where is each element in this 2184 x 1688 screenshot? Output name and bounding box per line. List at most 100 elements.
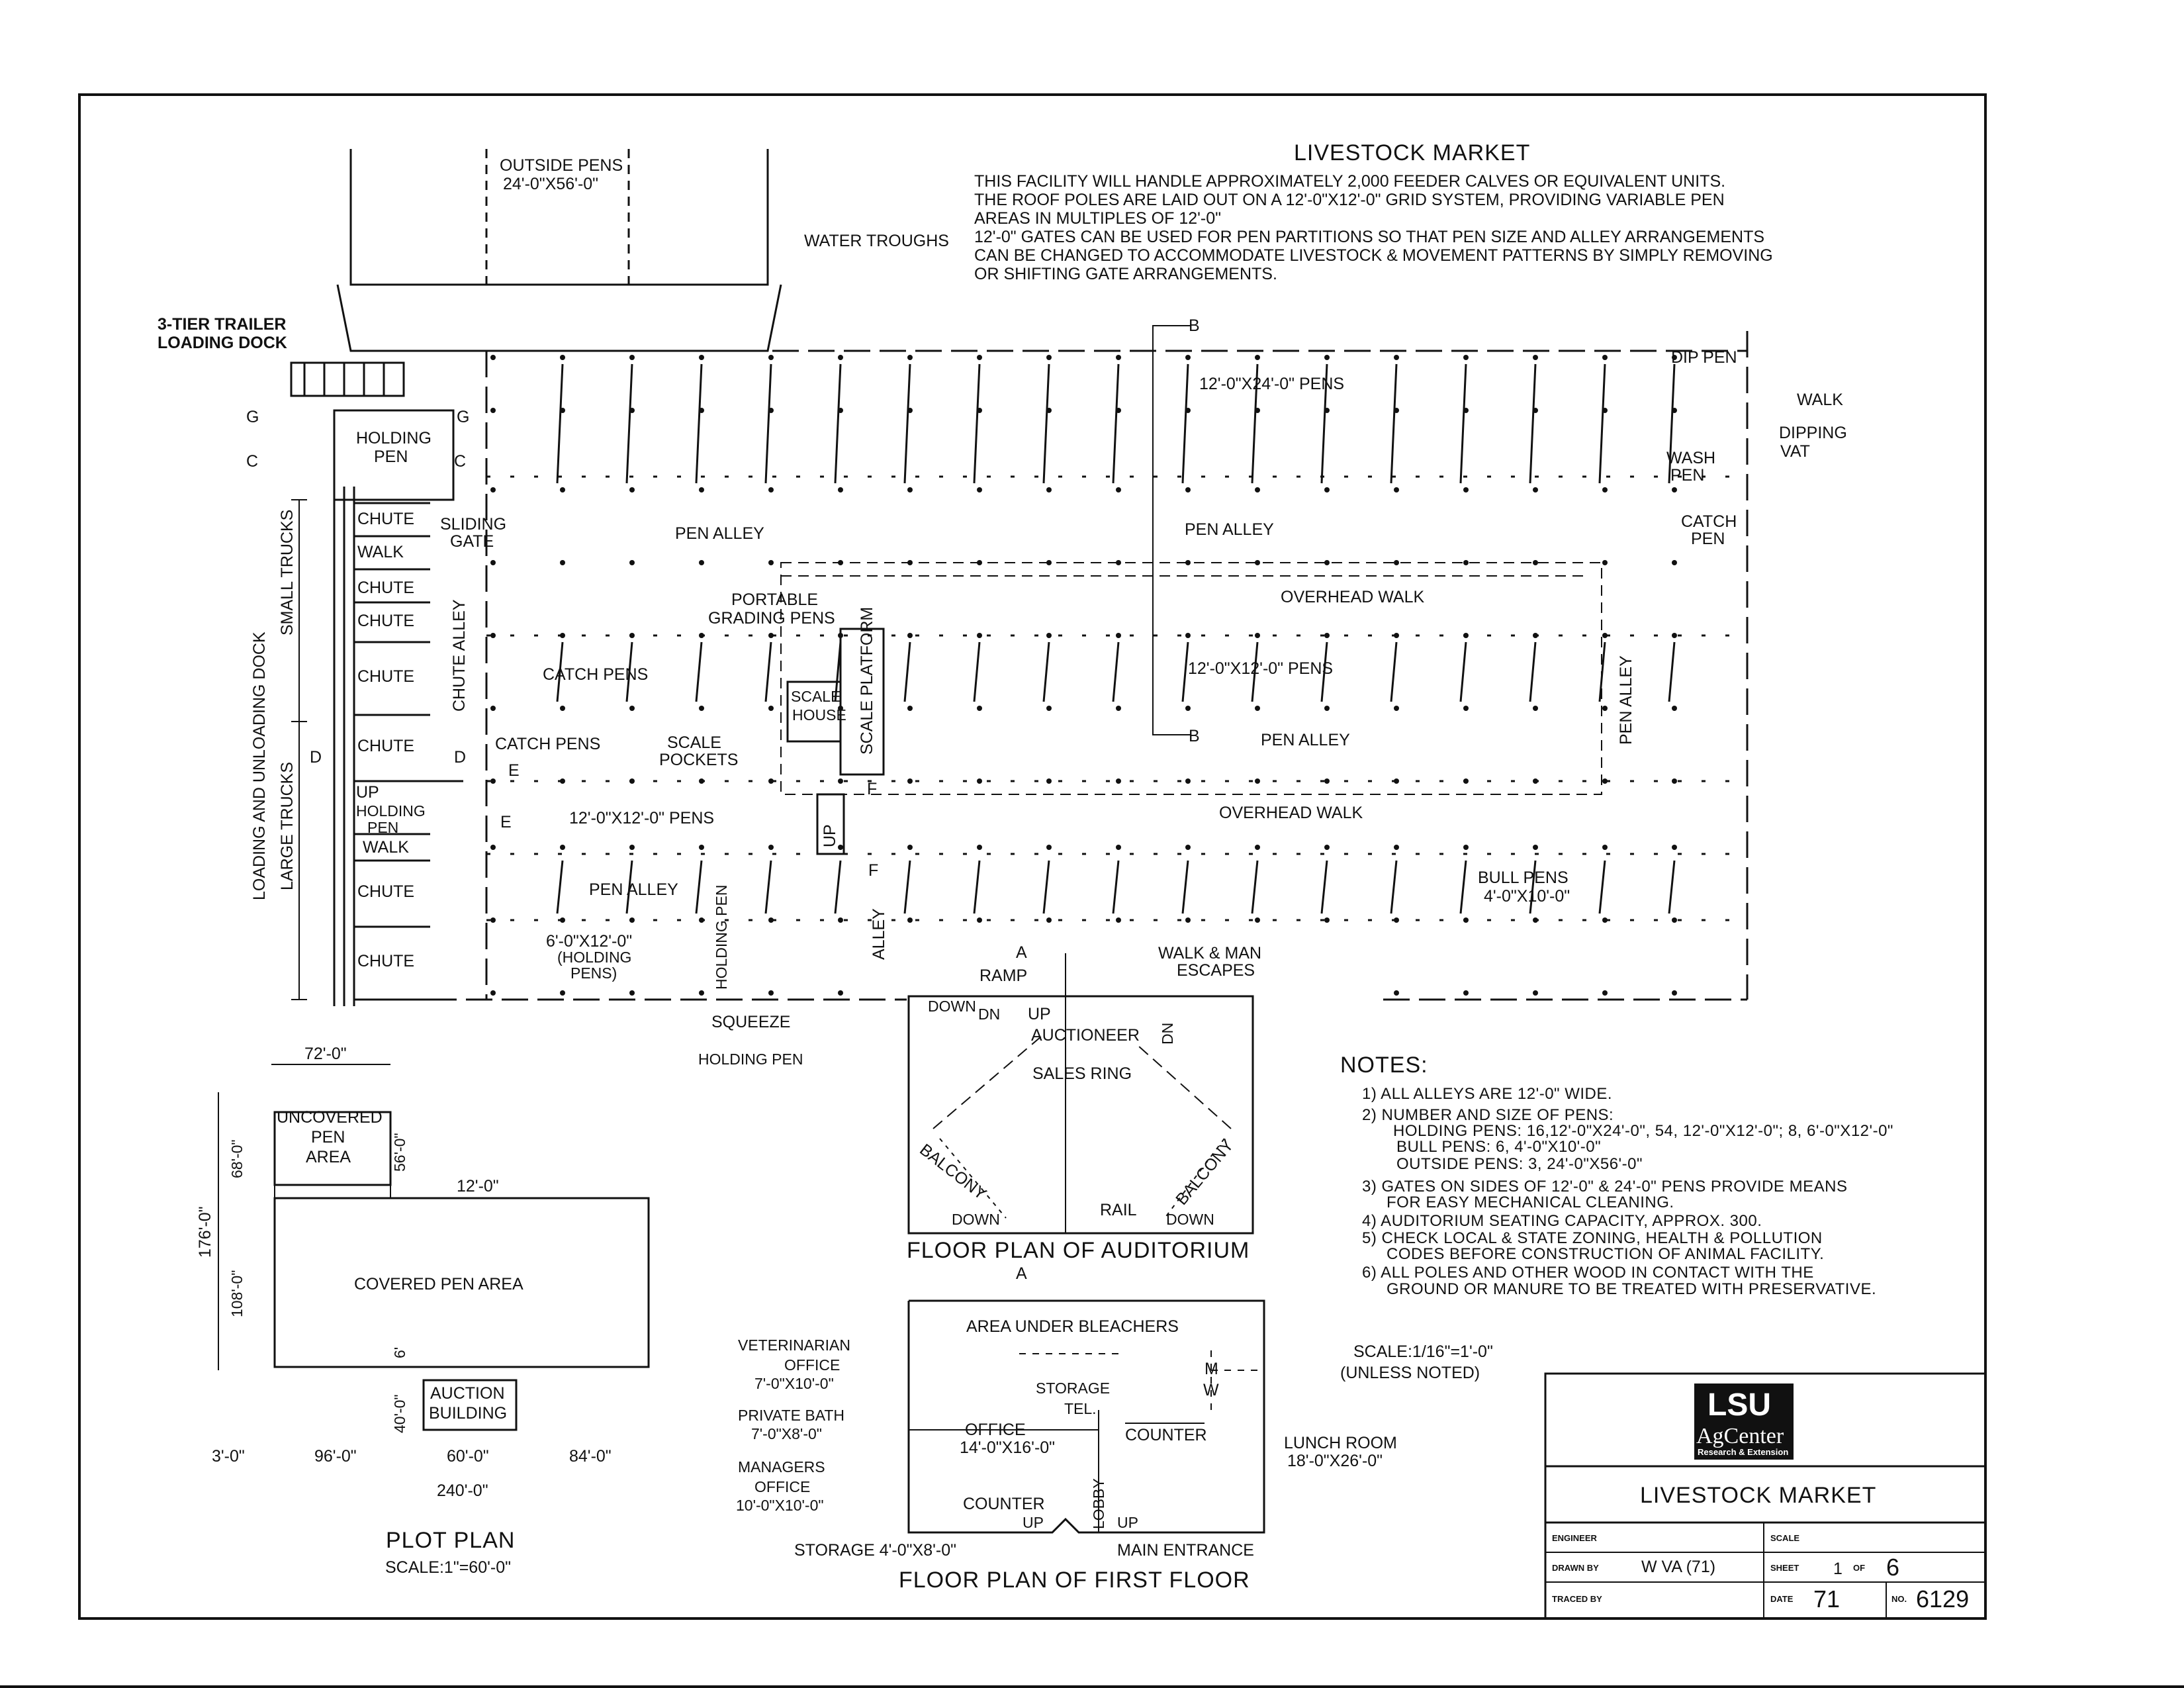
- roof-pole-post: [1324, 845, 1330, 850]
- notes-heading: NOTES:: [1340, 1053, 1428, 1078]
- holding-pens-6x12-label: (HOLDING: [557, 949, 631, 966]
- portable-grading-label: PORTABLE: [731, 590, 818, 609]
- scale-platform-box: [839, 628, 885, 776]
- roof-pole-post: [1185, 487, 1191, 492]
- rail-label: RAIL: [1100, 1201, 1137, 1219]
- note-line: BULL PENS: 6, 4'-0"X10'-0": [1396, 1138, 1601, 1156]
- roof-pole-post: [838, 633, 843, 638]
- dim-108-label: 108'-0": [228, 1270, 246, 1317]
- roof-pole-post: [1533, 845, 1538, 850]
- outside-pens-label: OUTSIDE PENS: [500, 156, 623, 175]
- balcony-line: [939, 1138, 1007, 1219]
- section-mark-g: G: [457, 408, 469, 426]
- pen-gate: [1668, 641, 1676, 702]
- roof-pole-post: [768, 845, 774, 850]
- bull-pens-label: BULL PENS: [1478, 868, 1569, 887]
- pen-gate: [1529, 860, 1537, 914]
- up-label: UP: [821, 824, 839, 847]
- logo-text: Research & Extension: [1698, 1447, 1788, 1457]
- auction-building-box: [422, 1379, 518, 1431]
- holding-pen-label: HOLDING: [356, 802, 426, 820]
- up-ramp-box: [816, 793, 845, 855]
- section-mark-f: F: [868, 861, 878, 880]
- roof-pole-post: [1185, 845, 1191, 850]
- auction-label: BUILDING: [429, 1404, 507, 1423]
- section-mark-b: B: [1189, 727, 1200, 745]
- roof-pole-post: [490, 355, 496, 360]
- managers-office-label: OFFICE: [754, 1478, 810, 1495]
- roof-pole-post: [1116, 917, 1121, 923]
- title-heading: LIVESTOCK MARKET: [1294, 140, 1530, 165]
- wash-pen-label: WASH: [1666, 449, 1715, 467]
- roof-pole-post: [1255, 917, 1260, 923]
- roof-pole-post: [1046, 355, 1052, 360]
- catch-pens-label: CATCH PENS: [495, 735, 600, 753]
- pen-gate: [556, 641, 564, 702]
- roof-pole-post: [1255, 845, 1260, 850]
- area-under-bleachers-label: AREA UNDER BLEACHERS: [966, 1317, 1179, 1336]
- pen-gate: [1668, 363, 1676, 484]
- logo-text: AgCenter: [1696, 1424, 1784, 1448]
- roof-pole-post: [838, 355, 843, 360]
- holding-pen-label: HOLDING: [356, 429, 432, 447]
- roof-pole-post: [1046, 633, 1052, 638]
- roof-pole-post: [1533, 633, 1538, 638]
- scale-pockets-label: SCALE: [667, 733, 721, 752]
- roof-pole-post: [1324, 487, 1330, 492]
- managers-office-size: 10'-0"X10'-0": [736, 1497, 824, 1514]
- pen-gate: [1042, 860, 1050, 914]
- womens-room-label: W: [1203, 1381, 1219, 1399]
- roof-pole-post: [1602, 917, 1608, 923]
- wash-pen-label: PEN: [1670, 466, 1704, 485]
- roof-pole-post: [977, 355, 982, 360]
- section-mark-e: E: [500, 813, 512, 831]
- pen-gate: [1042, 363, 1050, 484]
- chute-label: CHUTE: [357, 510, 414, 528]
- roof-pole-post: [699, 355, 704, 360]
- private-bath-size: 7'-0"X8'-0": [751, 1425, 822, 1442]
- auditorium-outline: [907, 995, 1254, 1235]
- roof-pole-post: [1602, 778, 1608, 784]
- roof-pole-post: [1116, 560, 1121, 565]
- roof-pole-post: [977, 633, 982, 638]
- down-label: DOWN: [952, 1211, 1000, 1228]
- holding-pen-box: [333, 409, 455, 501]
- pen-gate: [1390, 641, 1398, 702]
- roof-pole-post: [699, 706, 704, 711]
- covered-pen-area-box: [273, 1197, 650, 1368]
- plot-plan-scale: SCALE:1"=60'-0": [385, 1558, 511, 1577]
- roof-pole-post: [1046, 845, 1052, 850]
- pen-gate: [1251, 363, 1259, 484]
- alley-label: ALLEY: [870, 908, 888, 960]
- no-value: 6129: [1916, 1585, 1969, 1613]
- of-value: 6: [1886, 1554, 1899, 1581]
- roof-pole-post: [1324, 778, 1330, 784]
- roof-pole-post: [1185, 778, 1191, 784]
- catch-pens-label: CATCH PENS: [543, 665, 648, 684]
- pen-gate: [764, 641, 772, 702]
- roof-pole-post: [490, 560, 496, 565]
- roof-pole-post: [977, 560, 982, 565]
- note-line: OUTSIDE PENS: 3, 24'-0"X56'-0": [1396, 1155, 1643, 1173]
- roof-pole-post: [560, 355, 565, 360]
- chute-alley-label: CHUTE ALLEY: [450, 599, 469, 712]
- holding-pens-6x12-label: PENS): [570, 964, 617, 982]
- site-plan-labels: OUTSIDE PENS 24'-0"X56'-0" WATER TROUGHS…: [158, 156, 1847, 1283]
- pen-gate: [903, 363, 911, 484]
- trailer-dock-shape: [290, 361, 405, 397]
- sales-ring-label: SALES RING: [1032, 1064, 1132, 1083]
- balcony-line: [1138, 1045, 1232, 1129]
- pen-gate: [1181, 860, 1189, 914]
- roof-pole-post: [1672, 355, 1677, 360]
- roof-pole-post: [977, 706, 982, 711]
- mens-room-label: M: [1205, 1360, 1218, 1378]
- pen-gate: [903, 860, 911, 914]
- roof-pole-post: [629, 917, 635, 923]
- roof-pole-post: [768, 990, 774, 996]
- roof-pole-post: [1185, 355, 1191, 360]
- sheet-value: 1: [1833, 1560, 1843, 1578]
- dim-240-label: 240'-0": [437, 1481, 488, 1500]
- roof-pole-post: [699, 778, 704, 784]
- pens-12x24-label: 12'-0"X24'-0" PENS: [1199, 375, 1344, 393]
- roof-pole-post: [1394, 706, 1399, 711]
